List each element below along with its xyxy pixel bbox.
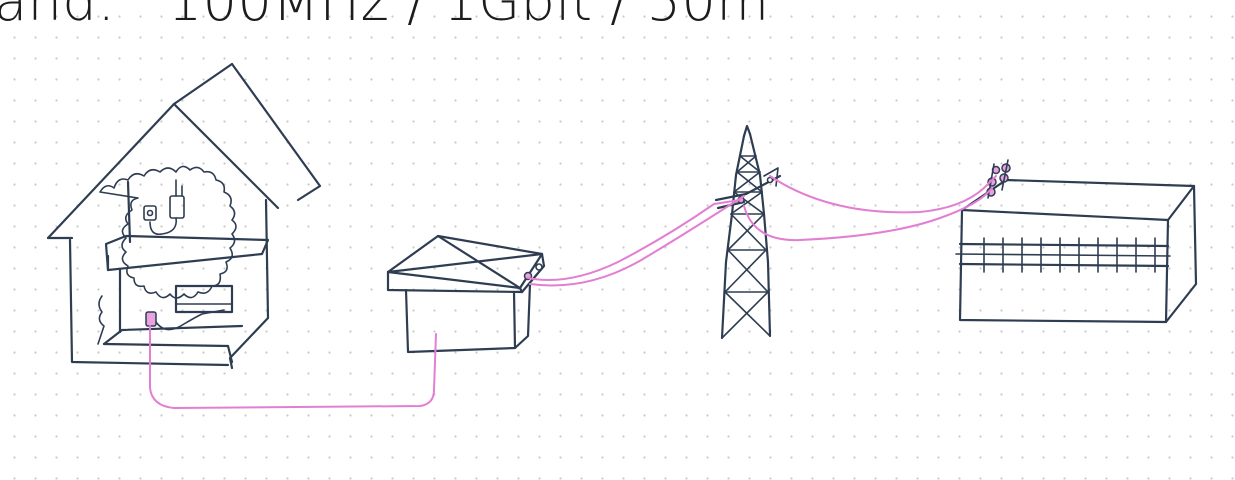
cable-cabinet-to-tower — [528, 200, 740, 280]
fiber-cables — [150, 176, 996, 408]
transmission-tower-icon — [716, 126, 780, 338]
fiber-socket-icon — [146, 312, 156, 326]
data-center-icon — [956, 160, 1196, 322]
cable-house-to-cabinet — [150, 326, 436, 408]
cable-tower-to-datacenter — [770, 176, 996, 212]
street-cabinet-icon — [388, 236, 544, 352]
router-icon — [170, 196, 184, 218]
modem-icon — [176, 286, 232, 312]
wall-socket-icon — [144, 206, 156, 220]
rooftop-antenna-icon — [987, 160, 1010, 198]
house-icon — [48, 64, 320, 368]
